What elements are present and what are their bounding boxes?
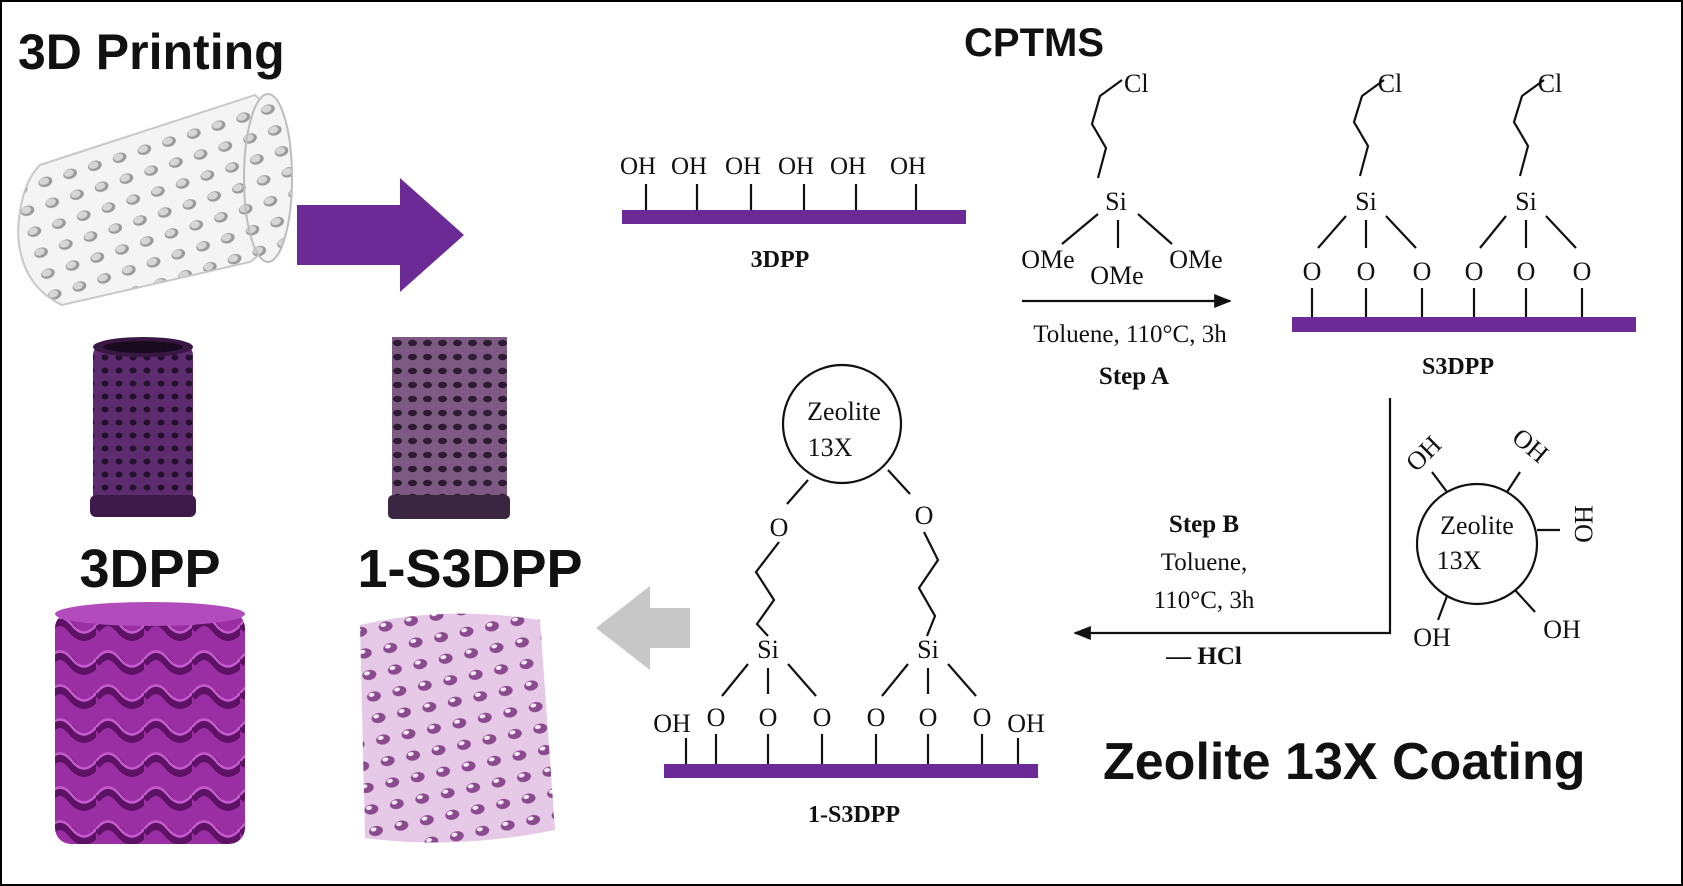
substrate-3dpp-bar	[622, 210, 966, 224]
step-b-byproduct: — HCl	[1165, 643, 1242, 670]
hydroxyl-label-5: OH	[890, 153, 926, 180]
cptms-label: CPTMS	[964, 21, 1104, 65]
bound-oxygen-1-2: O	[973, 703, 992, 732]
bound-zeolite-13x: 13X	[808, 433, 853, 462]
bound-oxygen-1-1: O	[919, 703, 938, 732]
hydroxyl-label-4: OH	[830, 153, 866, 180]
sample-s3dpp-small-image	[388, 337, 510, 519]
bound-silicon-atom-0: Si	[757, 635, 779, 664]
zeolite-oh-top-right: OH	[1507, 422, 1555, 468]
hydroxyl-label-0: OH	[620, 153, 656, 180]
siloxane-oxygen-0-0: O	[1303, 257, 1322, 286]
zeolite-particle: Zeolite 13X OH OH HO OH OH	[1400, 422, 1598, 652]
sample-3dpp-small-image	[90, 337, 196, 517]
siloxane-oxygen-1-2: O	[1573, 257, 1592, 286]
linker-o-right: O	[915, 501, 934, 530]
cptms-ome-right: OMe	[1169, 245, 1222, 274]
bound-zeolite-name: Zeolite	[807, 397, 881, 426]
linker-o-left: O	[770, 513, 789, 542]
bound-si-o-right-0	[787, 663, 817, 697]
substrate-3dpp-label: 3DPP	[751, 247, 810, 273]
zeolite-oh-top-left: OH	[1400, 430, 1447, 477]
step-b-label: Step B	[1169, 511, 1239, 538]
bound-oxygen-1-0: O	[867, 703, 886, 732]
bound-si-o-right-1	[947, 663, 977, 697]
sample-label-3dpp: 3DPP	[79, 539, 220, 599]
terminal-oh-right: OH	[1007, 709, 1045, 738]
hydroxyl-label-2: OH	[725, 153, 761, 180]
substrate-1s3dpp-label: 1-S3DPP	[808, 802, 900, 828]
chlorine-atom-0: Cl	[1378, 69, 1403, 98]
cptms-ome-center: OMe	[1090, 261, 1143, 290]
siloxane-oxygen-1-1: O	[1517, 257, 1536, 286]
zeolite-particle-13x: 13X	[1437, 546, 1482, 575]
terminal-oh-left: OH	[653, 709, 691, 738]
cptms-cl-atom: Cl	[1124, 69, 1149, 98]
step-a-conditions: Toluene, 110°C, 3h	[1033, 321, 1227, 348]
sample-s3dpp-large-image	[360, 613, 555, 843]
silicon-atom-0: Si	[1355, 187, 1377, 216]
substrate-s3dpp-label: S3DPP	[1422, 354, 1494, 380]
printing-arrow	[297, 178, 464, 292]
zeolite-oh-bottom-right: OH	[1543, 615, 1581, 644]
chlorine-atom-1: Cl	[1538, 69, 1563, 98]
zeolite-particle-name: Zeolite	[1440, 511, 1514, 540]
siloxane-oxygen-0-1: O	[1357, 257, 1376, 286]
zeolite-ho-right: HO	[1569, 505, 1598, 543]
siloxane-oxygen-1-0: O	[1465, 257, 1484, 286]
sample-3dpp-large-image	[55, 602, 245, 844]
propyl-chain-0	[1352, 79, 1385, 177]
cptms-ome-left: OMe	[1021, 245, 1074, 274]
step-a-label: Step A	[1099, 363, 1169, 390]
step-b-temp: 110°C, 3h	[1154, 587, 1255, 614]
bound-silicon-atom-1: Si	[917, 635, 939, 664]
bound-si-o-left-0	[721, 663, 749, 697]
substrate-3dpp-structure: OH OH OH OH OH OH 3DPP	[620, 153, 966, 273]
hydroxyl-label-3: OH	[778, 153, 814, 180]
sample-label-s3dpp: 1-S3DPP	[357, 539, 582, 599]
siloxane-oxygen-0-2: O	[1413, 257, 1432, 286]
silicon-atom-1: Si	[1515, 187, 1537, 216]
coating-title: Zeolite 13X Coating	[1103, 733, 1586, 791]
printed-scaffold-image	[16, 93, 293, 307]
bound-si-o-left-1	[881, 663, 909, 697]
cptms-molecule: Cl Si OMe OMe OMe	[1021, 69, 1222, 290]
bound-oxygen-0-0: O	[707, 703, 726, 732]
si-o-bond-left-0	[1317, 215, 1347, 249]
substrate-1s3dpp-bar	[664, 764, 1038, 778]
return-arrow	[596, 586, 690, 670]
substrate-s3dpp-bar	[1292, 317, 1636, 332]
step-b-solvent: Toluene,	[1161, 549, 1247, 576]
si-o-bond-left-1	[1479, 215, 1507, 249]
zeolite-oh-bottom-left: OH	[1413, 623, 1451, 652]
si-o-bond-right-1	[1545, 215, 1577, 249]
propyl-chain-1	[1512, 79, 1545, 177]
cptms-si-atom: Si	[1105, 187, 1127, 216]
si-o-bond-right-0	[1385, 215, 1417, 249]
step-b-arrow	[1073, 398, 1392, 641]
bound-oxygen-0-1: O	[759, 703, 778, 732]
hydroxyl-label-1: OH	[671, 153, 707, 180]
bound-oxygen-0-2: O	[813, 703, 832, 732]
printing-title: 3D Printing	[18, 24, 285, 80]
